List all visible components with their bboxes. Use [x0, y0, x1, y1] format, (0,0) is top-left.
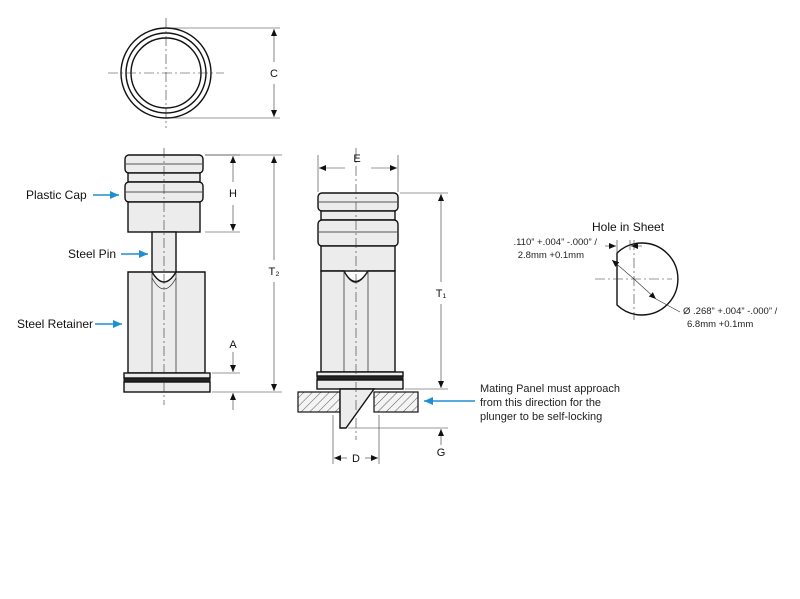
- side-view-installed: [297, 148, 448, 464]
- mating-note-line2: from this direction for the: [480, 397, 601, 409]
- label-steel-retainer: Steel Retainer: [17, 317, 93, 331]
- flat-spec-line2: 2.8mm +0.1mm: [518, 250, 584, 261]
- dia-spec-line2: 6.8mm +0.1mm: [687, 319, 753, 330]
- mating-note-line3: plunger to be self-locking: [480, 411, 602, 423]
- dim-t1: T₁: [436, 288, 447, 300]
- dia-spec-line1: Ø .268” +.004” -.000” /: [683, 306, 778, 317]
- dim-t2: T₂: [269, 266, 280, 278]
- side-view-left: [123, 148, 282, 410]
- label-plastic-cap: Plastic Cap: [26, 188, 87, 202]
- flat-spec-line1: .110” +.004” -.000” /: [513, 237, 597, 248]
- dim-d: D: [352, 453, 360, 465]
- top-view: [108, 18, 280, 128]
- label-steel-pin: Steel Pin: [68, 247, 116, 261]
- hole-title: Hole in Sheet: [592, 220, 665, 234]
- dim-g: G: [437, 447, 446, 459]
- mating-note-line1: Mating Panel must approach: [480, 383, 620, 395]
- dim-a: A: [229, 339, 237, 351]
- dim-h: H: [229, 188, 237, 200]
- hole-shape: [595, 240, 681, 320]
- dim-c: C: [270, 68, 278, 80]
- dim-e: E: [353, 153, 360, 165]
